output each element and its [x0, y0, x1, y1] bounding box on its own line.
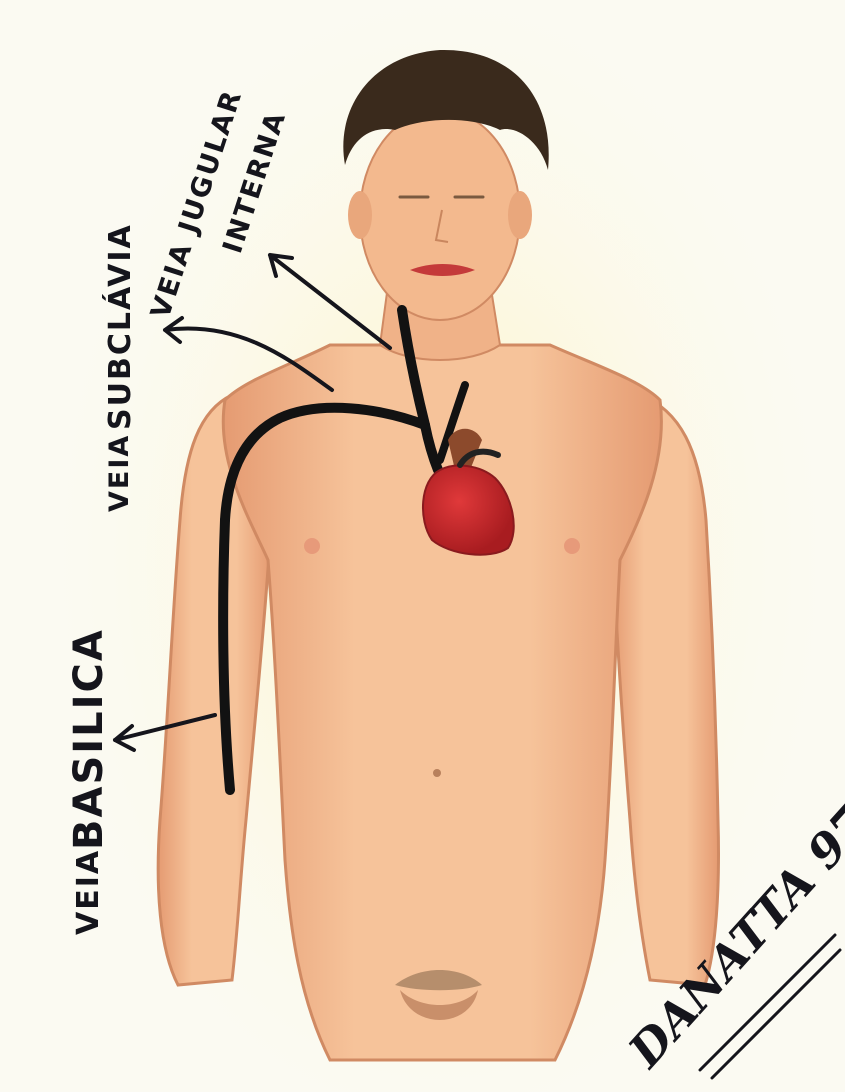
navel — [433, 769, 441, 777]
label-subclavia-line1: VEIA — [104, 434, 135, 512]
nipple — [564, 538, 580, 554]
label-subclavia-line2: SUBCLÁVIA — [102, 223, 138, 430]
nipple — [304, 538, 320, 554]
label-basilica-line1: VEIA — [71, 849, 106, 935]
ear — [348, 191, 372, 239]
label-basilica-line2: BASILICA — [66, 628, 112, 850]
ear — [508, 191, 532, 239]
